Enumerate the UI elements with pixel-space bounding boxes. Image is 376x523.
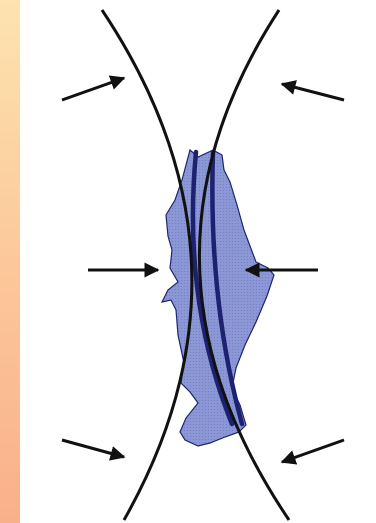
arrow-top-left xyxy=(62,78,124,100)
side-decorative-strip xyxy=(0,0,20,523)
diagram-svg xyxy=(20,0,376,523)
diagram-panel xyxy=(20,0,376,523)
arrow-bottom-left xyxy=(62,440,124,457)
arrow-top-right xyxy=(282,84,344,100)
arrow-bottom-right xyxy=(282,440,344,462)
